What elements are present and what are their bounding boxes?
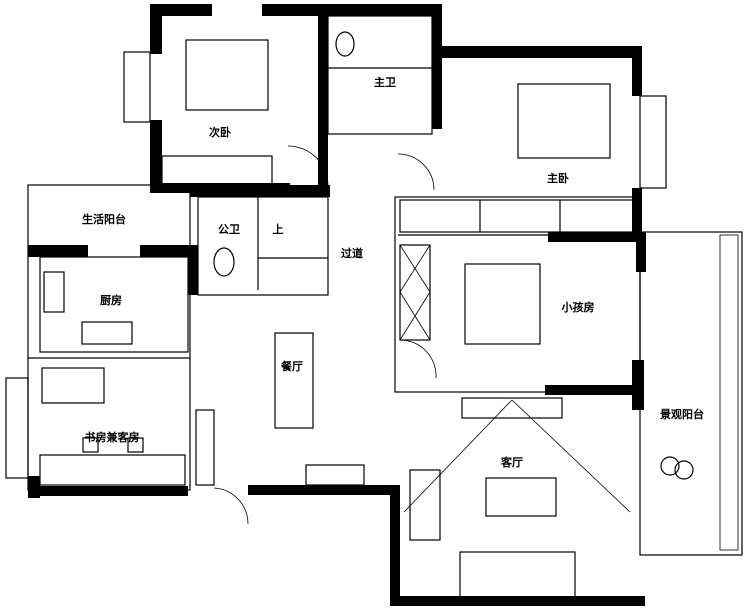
- label-master-bath: 主卫: [374, 75, 396, 89]
- label-master-bedroom: 主卧: [547, 171, 569, 185]
- label-stairs-up: 上: [273, 222, 284, 236]
- bed-icon: [464, 263, 541, 345]
- label-view-balcony: 景观阳台: [659, 407, 704, 421]
- label-utility-balcony: 生活阳台: [82, 212, 126, 226]
- armchair-icon: [409, 469, 441, 541]
- label-living: 客厅: [500, 455, 523, 469]
- toilet-icon: [335, 31, 355, 57]
- bed-icon: [517, 83, 611, 159]
- label-kitchen: 厨房: [100, 293, 122, 307]
- toilet-icon: [213, 247, 235, 277]
- sink-icon: [43, 271, 65, 313]
- sofa-icon: [459, 551, 576, 598]
- partitions: [5, 15, 743, 556]
- bed-icon: [185, 39, 269, 111]
- room-labels: 次卧 主卫 主卧 生活阳台 公卫 上 过道 厨房 小孩房 餐厅 书房兼客房 景观…: [82, 75, 704, 469]
- furniture: [43, 31, 694, 598]
- stove-icon: [81, 321, 133, 345]
- label-dining: 餐厅: [280, 359, 303, 373]
- chair-icon: [82, 437, 99, 453]
- coffee-table-icon: [485, 477, 557, 517]
- label-public-bath: 公卫: [218, 223, 240, 236]
- label-study-guest: 书房兼客房: [85, 430, 140, 444]
- label-second-bedroom: 次卧: [209, 125, 231, 139]
- label-kids-room: 小孩房: [561, 300, 595, 314]
- dining-table-icon: [274, 332, 314, 429]
- label-corridor: 过道: [341, 246, 363, 260]
- chair-icon: [127, 437, 144, 453]
- walls: [28, 4, 646, 606]
